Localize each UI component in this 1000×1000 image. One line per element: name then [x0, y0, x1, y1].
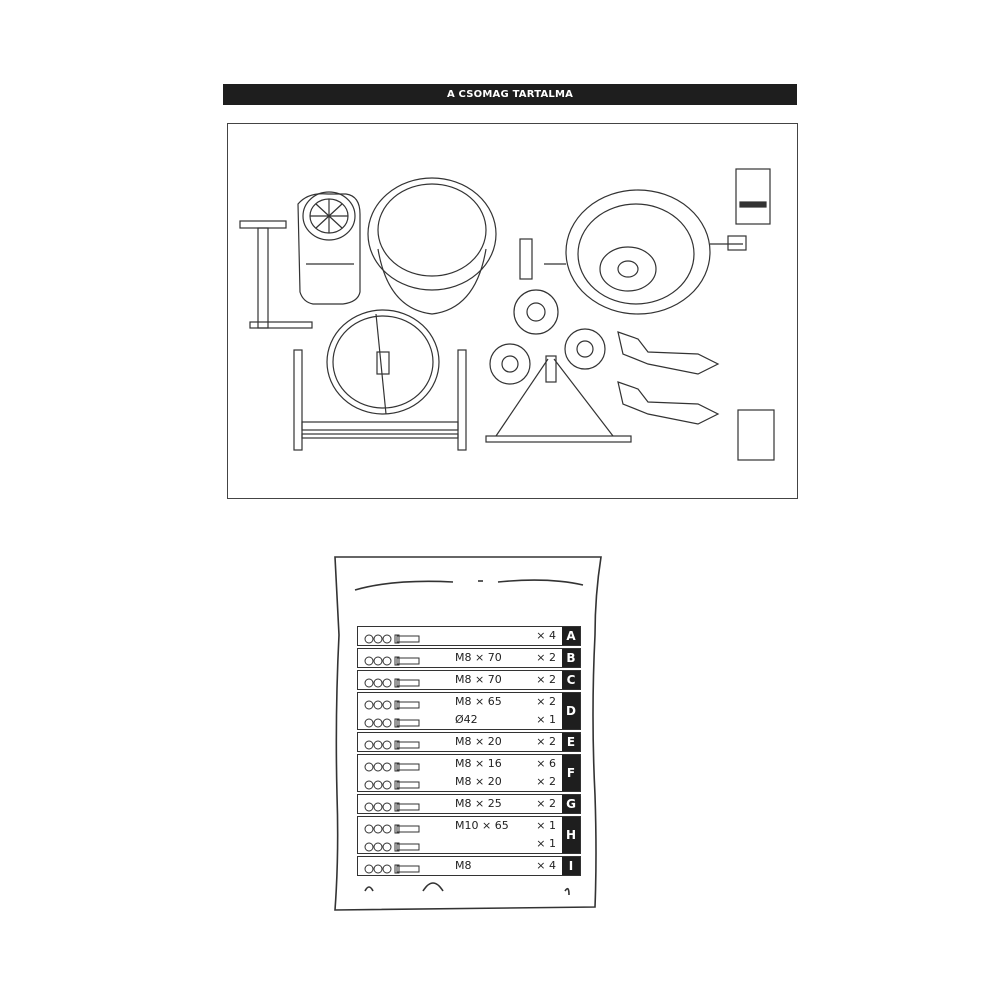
triangle-stand-drawing — [485, 355, 632, 443]
hardware-line: M8 × 20 × 2 — [358, 773, 580, 791]
bolt-washer-icon — [363, 736, 433, 755]
hardware-line: M8 × 65 × 2 — [358, 693, 580, 711]
hardware-line: M10 × 65 × 1 — [358, 817, 580, 835]
hardware-row: M8 × 65 × 2 Ø42 × 1 D — [357, 692, 581, 730]
hardware-spec: M8 × 70 — [455, 673, 502, 686]
hardware-row: M8 × 20 × 2 E — [357, 732, 581, 752]
hardware-line: M8 × 20 × 2 — [358, 733, 580, 751]
hardware-bag-drawing — [737, 409, 775, 461]
bolt-washer-icon — [363, 652, 433, 671]
section-title: A CSOMAG TARTALMA — [446, 89, 574, 100]
hardware-qty: × 1 — [536, 837, 556, 850]
bolt-washer-icon — [363, 714, 433, 733]
hardware-line: Ø42 × 1 — [358, 711, 580, 729]
hardware-line: M8 × 25 × 2 — [358, 795, 580, 813]
hardware-letter: I — [562, 857, 580, 875]
hardware-letter: G — [562, 795, 580, 813]
bolt-washer-icon — [363, 630, 433, 649]
hardware-qty: × 4 — [536, 859, 556, 872]
hardware-spec: M10 × 65 — [455, 819, 509, 832]
hardware-letter: B — [562, 649, 580, 667]
bolt-washer-icon — [363, 798, 433, 817]
hardware-qty: × 2 — [536, 651, 556, 664]
hardware-spec: M8 × 25 — [455, 797, 502, 810]
hardware-qty: × 2 — [536, 695, 556, 708]
hardware-row: M8 × 16 × 6 M8 × 20 × 2 F — [357, 754, 581, 792]
hardware-row: M8 × 70 × 2 B — [357, 648, 581, 668]
hardware-qty: × 2 — [536, 775, 556, 788]
drum-ring-drawing — [326, 309, 440, 415]
hardware-spec: M8 — [455, 859, 472, 872]
hardware-line: × 1 — [358, 835, 580, 853]
hardware-letter: E — [562, 733, 580, 751]
hardware-qty: × 2 — [536, 673, 556, 686]
handle-stand-drawing — [239, 220, 313, 329]
wheels-drawing — [489, 289, 606, 385]
hardware-row: M8 × 4 I — [357, 856, 581, 876]
package-contents-illustration — [227, 123, 798, 499]
bolt-washer-icon — [363, 838, 433, 857]
hardware-qty: × 4 — [536, 629, 556, 642]
hardware-line: M8 × 70 × 2 — [358, 649, 580, 667]
bolt-washer-icon — [363, 820, 433, 839]
hardware-letter: F — [562, 755, 580, 791]
hardware-qty: × 1 — [536, 713, 556, 726]
hardware-qty: × 2 — [536, 797, 556, 810]
hardware-line: M8 × 70 × 2 — [358, 671, 580, 689]
frame-drawing — [293, 349, 467, 451]
hardware-spec: M8 × 20 — [455, 775, 502, 788]
hardware-letter: D — [562, 693, 580, 729]
drum-bottom-drawing — [544, 189, 747, 315]
bolt-washer-icon — [363, 776, 433, 795]
manual-booklet-drawing — [735, 168, 771, 225]
hardware-qty: × 6 — [536, 757, 556, 770]
hardware-spec: M8 × 65 — [455, 695, 502, 708]
mounting-brackets-drawing — [617, 331, 720, 425]
hardware-row: M10 × 65 × 1 × 1 H — [357, 816, 581, 854]
bolt-washer-icon — [363, 860, 433, 879]
hardware-letter: A — [562, 627, 580, 645]
small-bracket-drawing — [519, 238, 533, 280]
hardware-bag: × 4 A M8 × 70 × 2 B M8 × 70 × 2 C M8 × 65 × 2 Ø42 ×… — [333, 555, 603, 915]
section-title-bar: A CSOMAG TARTALMA — [223, 84, 797, 105]
hardware-list: × 4 A M8 × 70 × 2 B M8 × 70 × 2 C M8 × 65 × 2 Ø42 ×… — [357, 626, 581, 878]
hardware-line: × 4 — [358, 627, 580, 645]
bolt-washer-icon — [363, 758, 433, 777]
motor-housing-drawing — [297, 191, 361, 305]
hardware-spec: M8 × 16 — [455, 757, 502, 770]
hardware-row: M8 × 25 × 2 G — [357, 794, 581, 814]
hardware-letter: C — [562, 671, 580, 689]
hardware-letter: H — [562, 817, 580, 853]
bolt-washer-icon — [363, 696, 433, 715]
hardware-line: M8 × 4 — [358, 857, 580, 875]
hardware-row: M8 × 70 × 2 C — [357, 670, 581, 690]
bolt-washer-icon — [363, 674, 433, 693]
hardware-spec: Ø42 — [455, 713, 478, 726]
drum-top-drawing — [367, 177, 497, 315]
hardware-row: × 4 A — [357, 626, 581, 646]
hardware-spec: M8 × 20 — [455, 735, 502, 748]
hardware-spec: M8 × 70 — [455, 651, 502, 664]
hardware-line: M8 × 16 × 6 — [358, 755, 580, 773]
hardware-qty: × 2 — [536, 735, 556, 748]
hardware-qty: × 1 — [536, 819, 556, 832]
